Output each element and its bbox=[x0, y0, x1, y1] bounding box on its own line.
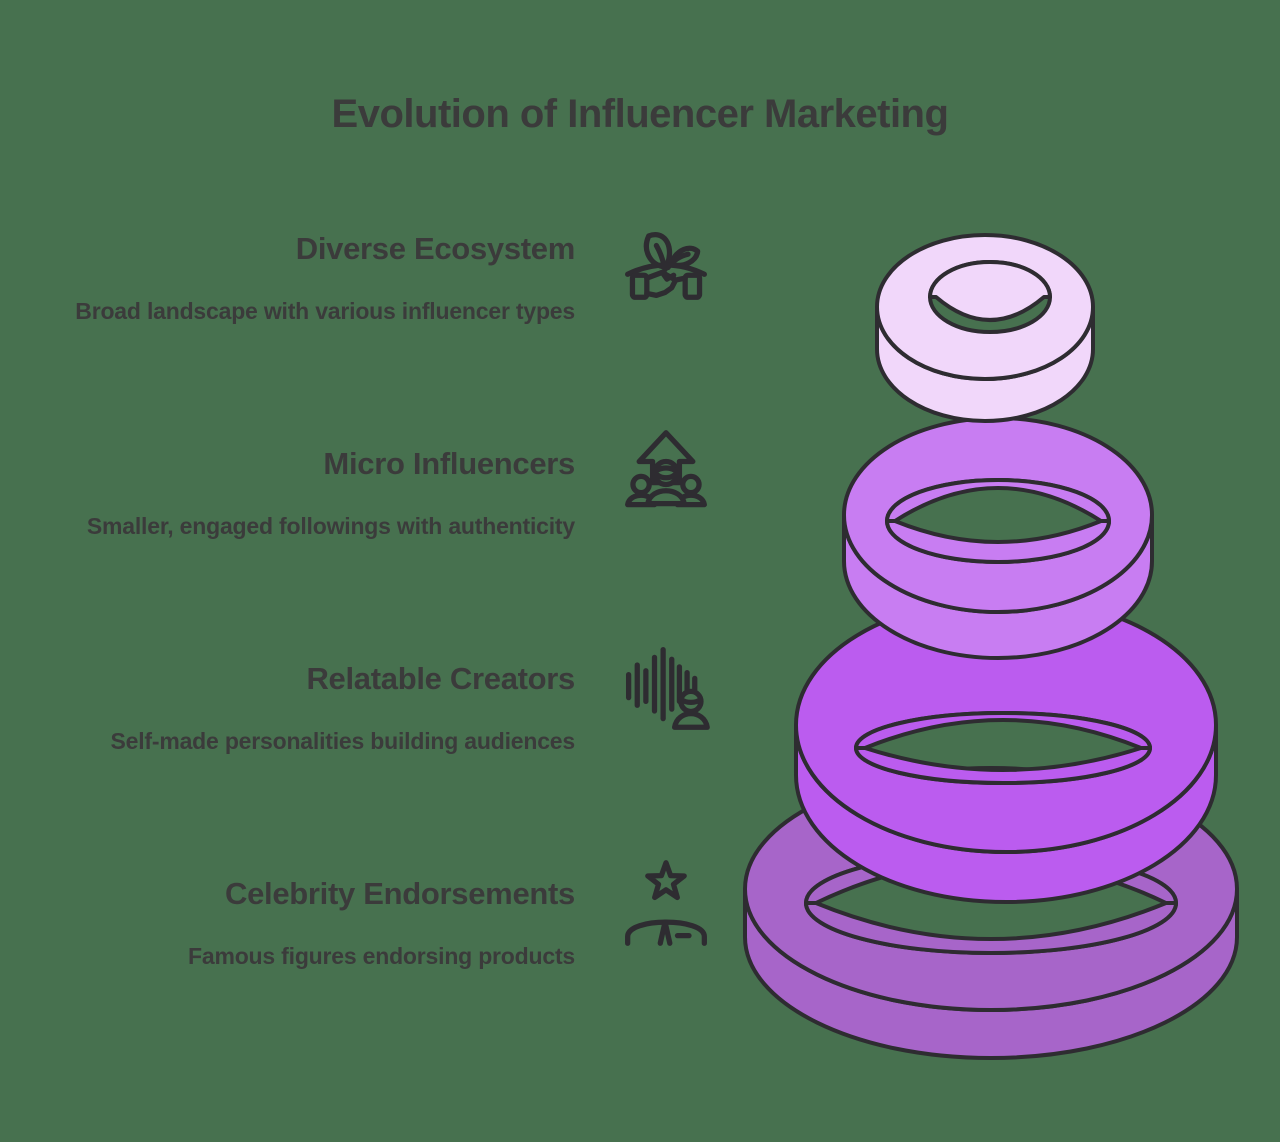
section-description: Self-made personalities building audienc… bbox=[110, 728, 576, 754]
section-celebrity-endorsements: Celebrity Endorsements Famous figures en… bbox=[60, 876, 575, 973]
section-heading: Relatable Creators bbox=[306, 661, 575, 696]
ring-celebrity-endorsements bbox=[743, 766, 1239, 1060]
ring-micro-influencers bbox=[842, 416, 1154, 660]
section-heading: Celebrity Endorsements bbox=[224, 876, 575, 911]
audience-growth-icon bbox=[620, 427, 712, 519]
section-diverse-ecosystem: Diverse Ecosystem Broad landscape with v… bbox=[60, 231, 575, 328]
section-micro-influencers: Micro Influencers Smaller, engaged follo… bbox=[60, 446, 575, 543]
voice-waveform-person-icon bbox=[620, 642, 712, 734]
growth-handshake-icon bbox=[620, 212, 712, 304]
star-person-icon bbox=[620, 857, 712, 949]
ring-diverse-ecosystem bbox=[875, 233, 1095, 423]
page-title: Evolution of Influencer Marketing bbox=[331, 92, 949, 136]
section-description: Smaller, engaged followings with authent… bbox=[86, 513, 575, 539]
section-heading: Micro Influencers bbox=[323, 446, 575, 481]
section-description: Famous figures endorsing products bbox=[188, 943, 575, 969]
ring-relatable-creators bbox=[794, 596, 1218, 904]
section-relatable-creators: Relatable Creators Self-made personaliti… bbox=[60, 661, 576, 758]
section-description: Broad landscape with various influencer … bbox=[75, 298, 575, 324]
section-heading: Diverse Ecosystem bbox=[295, 231, 576, 266]
